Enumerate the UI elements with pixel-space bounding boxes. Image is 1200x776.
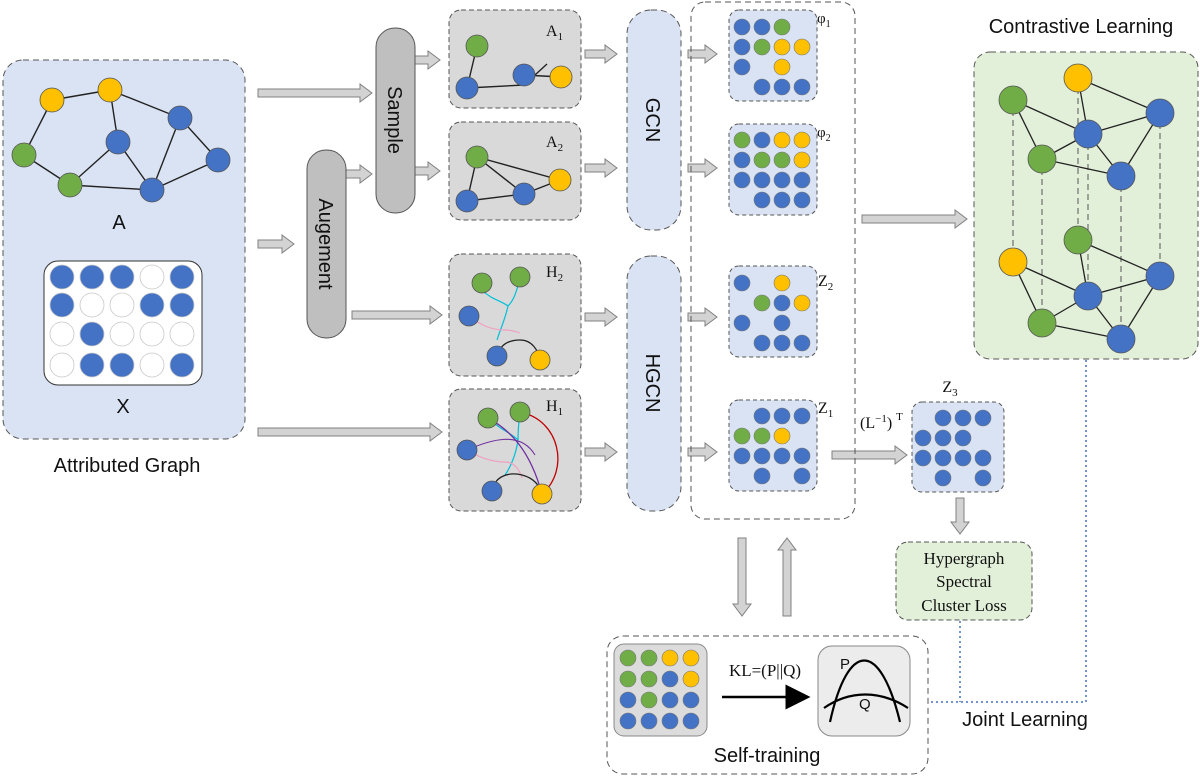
h2-panel: H2 [448,253,582,377]
sample-module [375,27,416,214]
feature-matrix-cells [49,264,195,378]
joint-learning-caption: Joint Learning [962,709,1088,731]
gcn-module [626,9,682,231]
z1-embedding: Z1 [728,399,833,492]
hypergraph-loss-box [895,541,1033,621]
phi2-label: φ2 [817,125,831,144]
z2-embedding: Z2 [728,265,833,358]
feature-label: X [116,396,129,418]
augement-module [306,149,347,339]
a2-panel: A2 [448,121,582,221]
z1-label: Z1 [818,400,833,420]
p-distribution-curve [828,659,902,723]
contrastive-dashed-links [1012,78,1161,339]
contrastive-panel [973,51,1199,360]
q-distribution-curve [823,693,909,709]
graph-a-nodes [11,77,231,203]
attributed-graph-caption: Attributed Graph [54,455,201,477]
augement-label: Augement [314,198,336,290]
hypergraph-loss-line3: Cluster Loss [921,596,1006,615]
distribution-box [817,645,911,737]
a1-label: A1 [546,23,563,43]
h2-label: H2 [546,264,563,284]
z3-embedding: Z3 [911,379,1005,493]
contrastive-title: Contrastive Learning [989,16,1174,38]
hgcn-module [626,255,682,512]
h1-panel: H1 [448,388,582,512]
embedding-group-box [690,1,856,520]
hypergraph-loss-line2: Spectral [936,572,992,591]
block-arrows [257,44,970,617]
laplacian-inverse-label: (L−1)T [860,411,903,432]
a2-label: A2 [546,134,563,154]
p-label: P [840,656,850,673]
q-label: Q [859,696,871,713]
hgcn-label: HGCN [641,354,663,413]
hypergraph-loss-line1: Hypergraph [924,549,1005,568]
contrastive-nodes [998,63,1175,354]
phi2-embedding: φ2 [728,123,831,216]
sample-label: Sample [383,86,405,154]
a1-panel: A1 [448,9,582,109]
joint-learning-links [928,360,1087,703]
gcn-label: GCN [641,98,663,142]
self-training-matrix [613,643,708,737]
h1-label: H1 [546,398,563,418]
phi1-label: φ1 [817,11,831,30]
phi1-embedding: φ1 [728,9,831,102]
kl-formula: KL=(P||Q) [729,661,801,680]
z3-label: Z3 [942,379,958,399]
self-training-caption: Self-training [714,745,821,767]
z2-label: Z2 [818,273,833,293]
self-training-matrix-cells [619,649,700,730]
adjacency-label: A [112,212,126,234]
